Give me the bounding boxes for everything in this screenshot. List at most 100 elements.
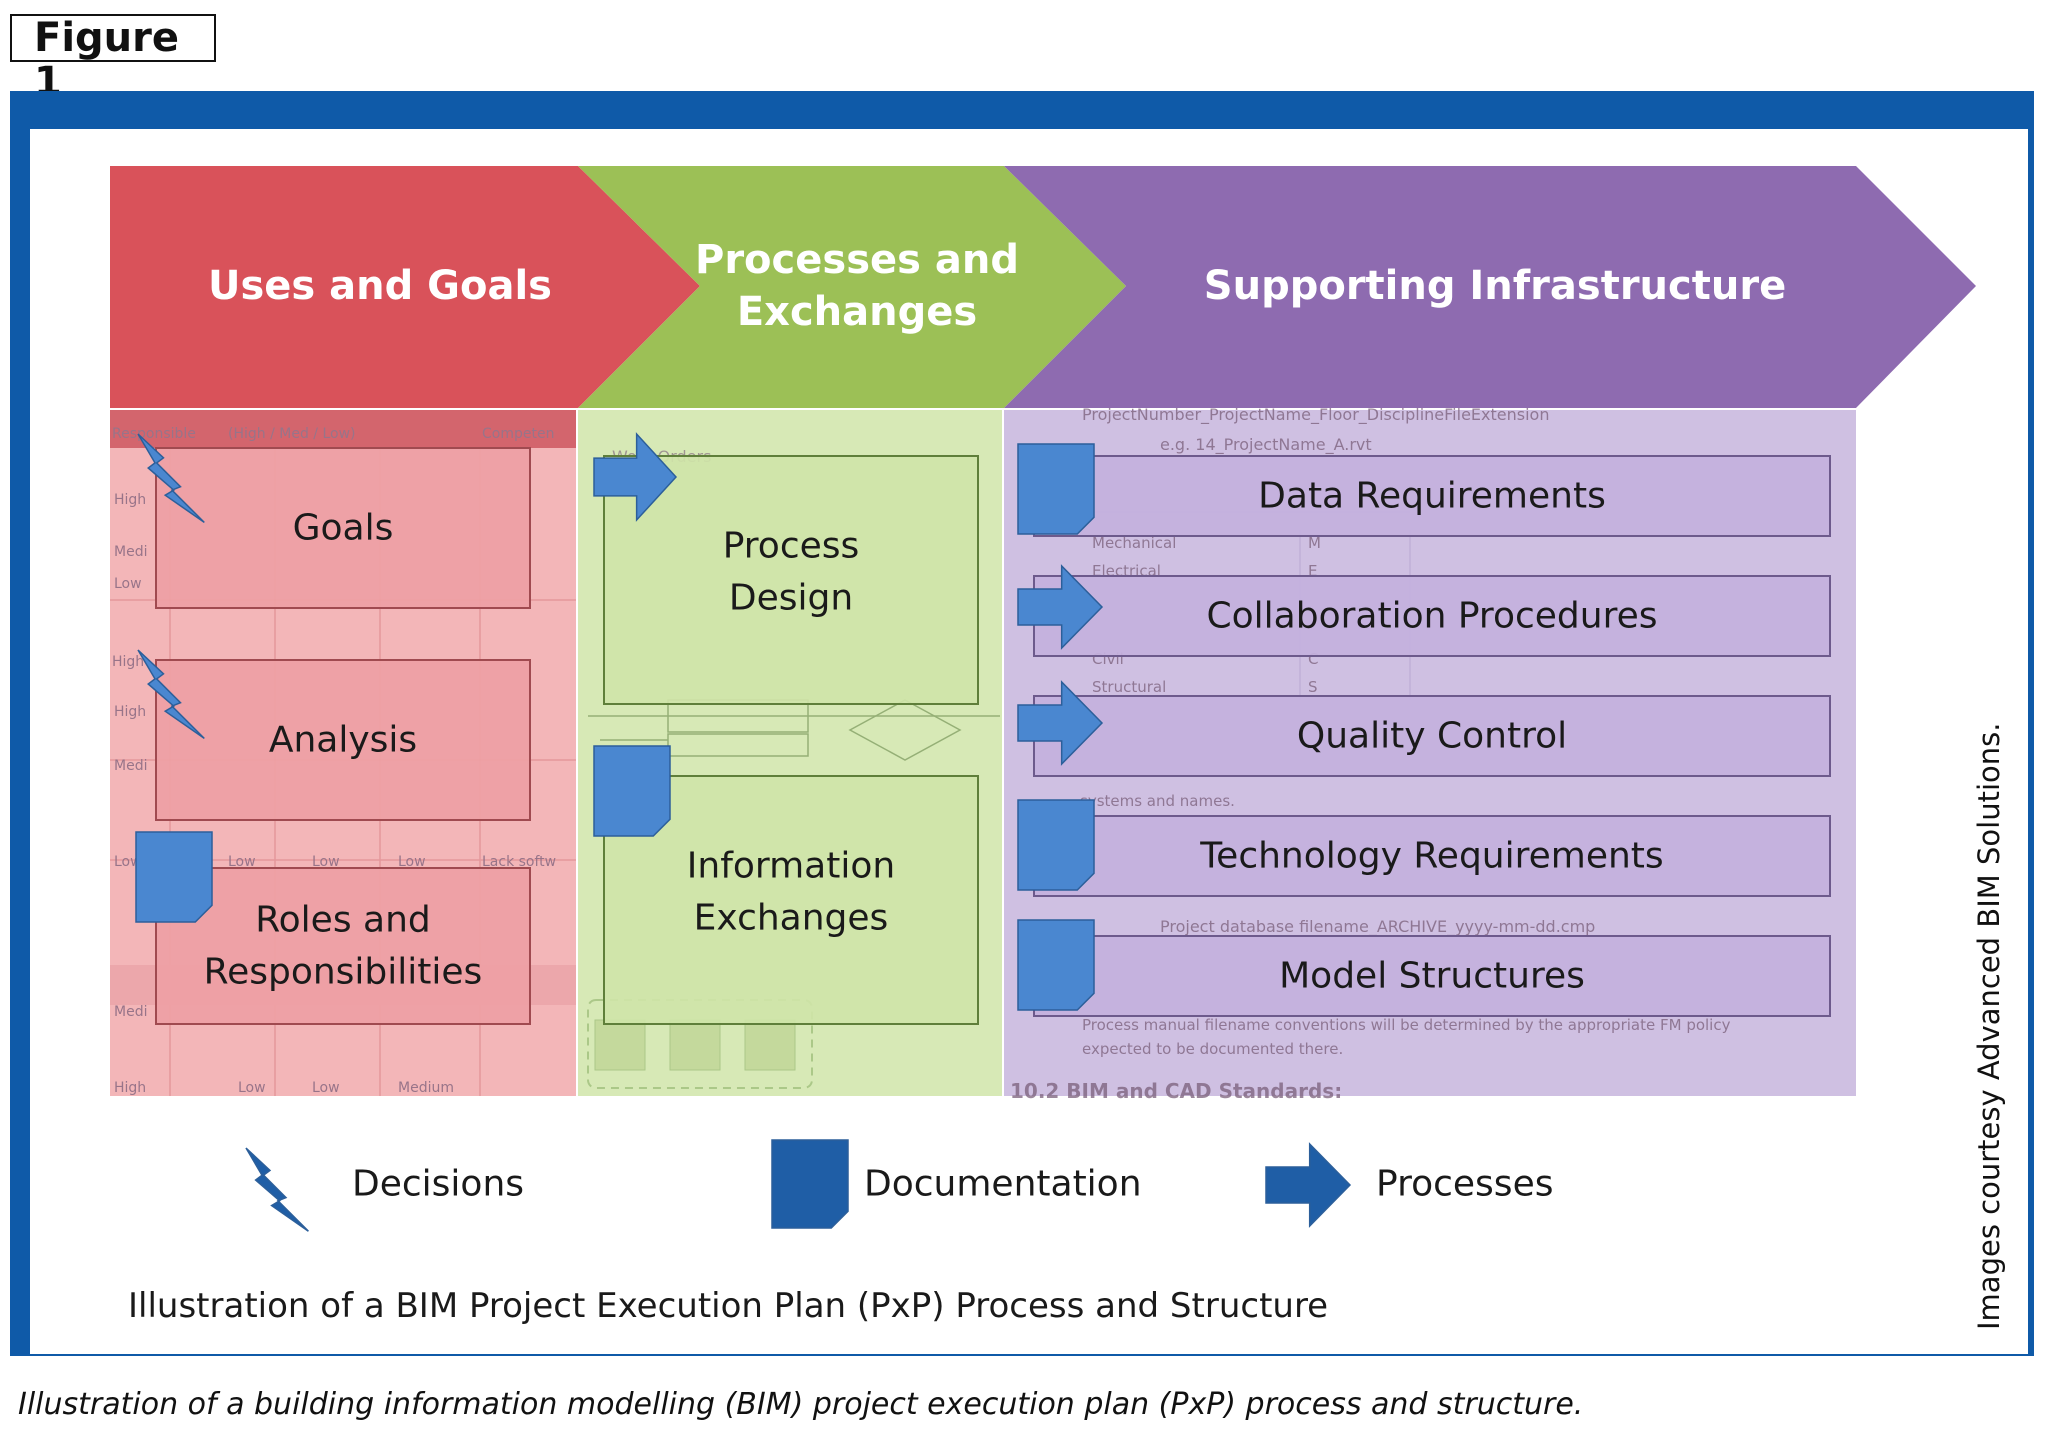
background-text: Medi bbox=[114, 544, 147, 560]
box-2-col2 bbox=[603, 775, 979, 1025]
text-line: Goals bbox=[293, 508, 394, 549]
background-text: Low bbox=[114, 576, 142, 592]
legend-label: Decisions bbox=[352, 1164, 524, 1205]
box-label: Quality Control bbox=[1297, 716, 1567, 757]
document-icon bbox=[1017, 919, 1095, 1011]
background-text: E bbox=[1308, 562, 1317, 580]
header-chevron-3 bbox=[1004, 166, 1976, 408]
text-line: Design bbox=[729, 578, 853, 619]
flow-node bbox=[669, 1019, 721, 1071]
background-text: Low bbox=[312, 1080, 340, 1096]
box-2-col3 bbox=[1033, 575, 1831, 657]
box-label: Model Structures bbox=[1279, 956, 1585, 997]
column-header-3: Supporting Infrastructure bbox=[1204, 263, 1786, 309]
box-1-col2 bbox=[603, 455, 979, 705]
background-text: expected to be documented there. bbox=[1082, 1040, 1343, 1058]
background-text: e.g. 14_ProjectName_A.rvt bbox=[1160, 435, 1372, 455]
text-line: Quality Control bbox=[1297, 716, 1567, 757]
background-text: Structural bbox=[1092, 678, 1166, 696]
text-line: Processes and bbox=[695, 237, 1019, 283]
flow-node bbox=[744, 1019, 796, 1071]
background-text: C bbox=[1308, 650, 1318, 668]
background-text: Competen bbox=[482, 426, 554, 442]
background-text: Responsible bbox=[112, 426, 196, 442]
text-line: Uses and Goals bbox=[208, 263, 552, 309]
background-text: High bbox=[114, 704, 146, 720]
arrow-icon bbox=[593, 432, 678, 522]
background-text: Mechanical bbox=[1092, 534, 1176, 552]
text-line: Technology Requirements bbox=[1199, 836, 1663, 877]
text-line: Exchanges bbox=[737, 289, 977, 335]
flow-decision bbox=[848, 699, 962, 761]
text-line: Exchanges bbox=[694, 898, 889, 939]
box-label: Collaboration Procedures bbox=[1206, 596, 1657, 637]
flow-node bbox=[594, 1019, 646, 1071]
box-5-col3 bbox=[1033, 935, 1831, 1017]
box-label: Analysis bbox=[269, 720, 417, 761]
text-line: Collaboration Procedures bbox=[1206, 596, 1657, 637]
arrow-icon bbox=[1017, 680, 1104, 766]
background-text: Low bbox=[238, 1080, 266, 1096]
background-text: Process manual filename conventions will… bbox=[1082, 1016, 1731, 1034]
box-1-col3 bbox=[1033, 455, 1831, 537]
box-label: Goals bbox=[293, 508, 394, 549]
arrow-icon bbox=[1265, 1142, 1352, 1228]
legend-label: Processes bbox=[1376, 1164, 1553, 1205]
lightning-icon bbox=[137, 433, 205, 524]
table-header-band bbox=[110, 410, 576, 448]
background-text: M bbox=[1308, 534, 1321, 552]
text-line: Supporting Infrastructure bbox=[1204, 263, 1786, 309]
text-line: Analysis bbox=[269, 720, 417, 761]
box-label: Data Requirements bbox=[1258, 476, 1606, 517]
background-text: High bbox=[114, 1080, 146, 1096]
text-line: Model Structures bbox=[1279, 956, 1585, 997]
text-line: Roles and bbox=[255, 900, 431, 941]
legend-label: Documentation bbox=[864, 1164, 1142, 1205]
background-text: Medi bbox=[114, 1004, 147, 1020]
background-document: ProjectNumber_ProjectName_Floor_Discipli… bbox=[1010, 405, 1731, 1103]
background-text: Medi bbox=[114, 758, 147, 774]
text-line: Responsibilities bbox=[204, 952, 483, 993]
background-text: systems and names. bbox=[1080, 792, 1235, 810]
background-text: High bbox=[112, 654, 144, 670]
box-label: Technology Requirements bbox=[1199, 836, 1663, 877]
background-text: Low bbox=[114, 854, 142, 870]
background-text: S bbox=[1308, 678, 1318, 696]
background-text: Lack softw bbox=[482, 854, 556, 870]
box-4-col3 bbox=[1033, 815, 1831, 897]
box-3-col1 bbox=[155, 867, 531, 1025]
background-text: High bbox=[114, 492, 146, 508]
background-text: Low bbox=[398, 854, 426, 870]
background-text: Project database filename_ARCHIVE_yyyy-m… bbox=[1160, 917, 1595, 937]
arrow-icon bbox=[1017, 564, 1104, 650]
document-icon bbox=[771, 1139, 849, 1229]
lightning-icon bbox=[245, 1147, 309, 1232]
document-icon bbox=[135, 831, 213, 923]
text-line: Information bbox=[687, 846, 895, 887]
background-text: 10.2 BIM and CAD Standards: bbox=[1010, 1079, 1342, 1103]
image-credit: Images courtesy Advanced BIM Solutions. bbox=[1972, 722, 2006, 1330]
background-text: (High / Med / Low) bbox=[228, 426, 355, 442]
box-1-col1 bbox=[155, 447, 531, 609]
document-icon bbox=[1017, 443, 1095, 535]
flow-node bbox=[667, 733, 809, 757]
background-text: Low bbox=[312, 854, 340, 870]
document-icon bbox=[1017, 799, 1095, 891]
background-text: ProjectNumber_ProjectName_Floor_Discipli… bbox=[1082, 405, 1549, 425]
box-2-col1 bbox=[155, 659, 531, 821]
background-text: Low bbox=[228, 854, 256, 870]
background-text: Medium bbox=[398, 1080, 454, 1096]
header-chevron-1 bbox=[110, 166, 700, 408]
figure-caption: Illustration of a building information m… bbox=[18, 1387, 1584, 1422]
document-icon bbox=[593, 745, 671, 837]
text-line: Data Requirements bbox=[1258, 476, 1606, 517]
column-header-1: Uses and Goals bbox=[208, 263, 552, 309]
header-chevron-2 bbox=[578, 166, 1126, 408]
diagram-title: Illustration of a BIM Project Execution … bbox=[128, 1286, 1328, 1326]
text-line: Process bbox=[723, 526, 860, 567]
